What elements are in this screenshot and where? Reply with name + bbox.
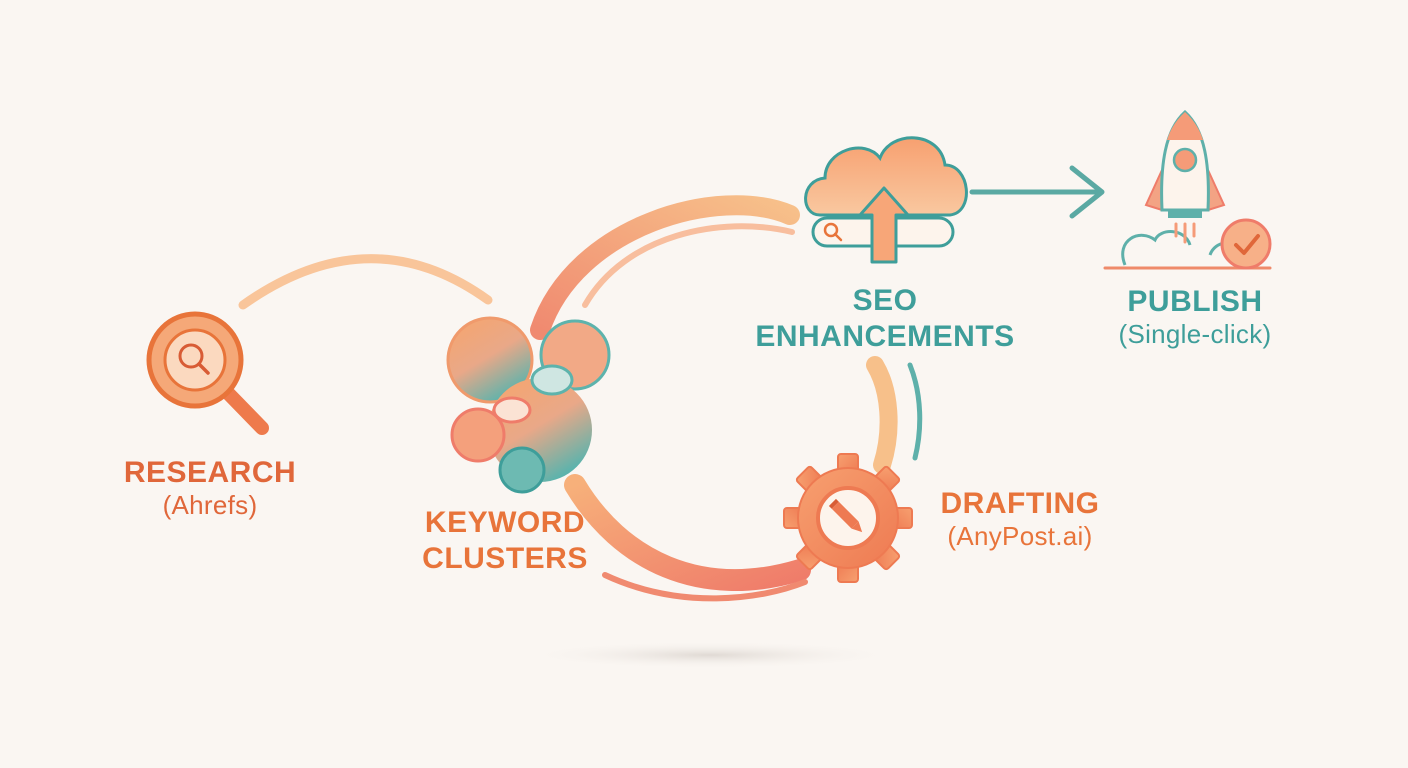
drafting-title: DRAFTING [940, 487, 1100, 520]
ground-shadow [520, 641, 900, 669]
drafting-subtitle: (AnyPost.ai) [947, 520, 1093, 551]
cloud-upload-icon [804, 136, 968, 264]
connector-arc-research [238, 254, 493, 310]
publish-subtitle: (Single-click) [1118, 318, 1272, 349]
cycle-arc-top-inner [582, 223, 795, 308]
cycle-arc-top [530, 195, 800, 340]
seo-title-line2: ENHANCEMENTS [755, 320, 1015, 353]
cycle-arc-right-teal [907, 362, 923, 461]
seo-title-line1: SEO [852, 284, 918, 317]
publish-label: PUBLISH (Single-click) [1090, 285, 1300, 349]
cluster-blob-icon [446, 316, 611, 494]
research-title: RESEARCH [123, 456, 297, 489]
keyword-clusters-title-line2: CLUSTERS [422, 542, 588, 575]
gear-pencil-icon [783, 453, 913, 583]
research-subtitle: (Ahrefs) [162, 489, 258, 520]
arrow-to-publish [969, 165, 1105, 219]
cycle-arc-bottom-outer [602, 572, 808, 602]
rocket-icon [1103, 109, 1272, 270]
cycle-arc-right [866, 356, 898, 474]
research-label: RESEARCH (Ahrefs) [105, 456, 315, 520]
magnifier-icon [146, 311, 269, 435]
publish-title: PUBLISH [1127, 285, 1263, 318]
keyword-clusters-title-line1: KEYWORD [424, 506, 586, 539]
keyword-clusters-label: KEYWORD CLUSTERS [400, 505, 610, 577]
cycle-arc-bottom [564, 474, 811, 592]
drafting-label: DRAFTING (AnyPost.ai) [925, 487, 1115, 551]
seo-label: SEO ENHANCEMENTS [730, 283, 1040, 355]
